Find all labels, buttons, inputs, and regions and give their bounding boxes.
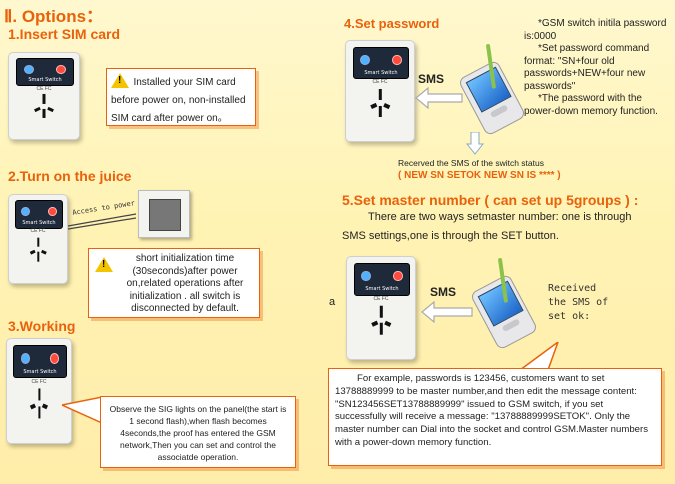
sms-label-top: SMS: [418, 72, 445, 86]
turn-on-note-text: short initialization time (30seconds)aft…: [126, 253, 244, 314]
socket-icon: [29, 237, 47, 262]
received-status-msg: ( NEW SN SETOK NEW SN IS **** ): [398, 170, 561, 181]
arrow-left-icon: [421, 300, 473, 324]
socket-icon: [370, 89, 390, 117]
password-note-1: *GSM switch initila password is:0000: [524, 18, 667, 42]
warning-icon: [95, 257, 113, 272]
wall-outlet: [138, 190, 190, 238]
switch-device-3: Smart Switch CE FC: [6, 338, 72, 444]
switch-device-1: Smart Switch CE FC: [8, 52, 80, 140]
socket-icon: [371, 305, 391, 335]
working-note-box: Observe the SIG lights on the panel(the …: [100, 396, 296, 468]
switch-device-2: Smart Switch CE FC: [8, 194, 68, 284]
master-intro-2: SMS settings,one is through the SET butt…: [342, 230, 559, 242]
master-intro-1: There are two ways setmaster number: one…: [368, 211, 632, 223]
switch-device-4: Smart Switch CE FC: [345, 40, 415, 142]
section-master-heading: 5.Set master number ( can set up 5groups…: [342, 192, 639, 208]
section-password-heading: 4.Set password: [344, 16, 440, 31]
arrow-left-icon: [415, 86, 463, 110]
page-title: Ⅱ. Options：: [4, 7, 104, 26]
working-note-text: Observe the SIG lights on the panel(the …: [109, 404, 287, 462]
password-note-3: *The password with the power-down memory…: [524, 93, 658, 117]
device-panel: Smart Switch: [16, 58, 74, 86]
switch-device-5: Smart Switch CE FC: [346, 256, 416, 360]
insert-note-text: Installed your SIM card before power on,…: [111, 77, 246, 124]
phone-icon: [457, 43, 527, 137]
turn-on-note-box: short initialization time (30seconds)aft…: [88, 248, 260, 318]
sms-label-bottom: SMS: [430, 285, 457, 299]
section-working-heading: 3.Working: [8, 318, 76, 334]
insert-note-box: Installed your SIM card before power on,…: [106, 68, 256, 126]
master-example-box: For example, passwords is 123456, custom…: [328, 368, 662, 466]
section-insert-heading: 1.Insert SIM card: [8, 26, 121, 42]
received-set-ok-note: Received the SMS of set ok:: [548, 283, 609, 322]
warning-icon: [111, 73, 129, 89]
arrow-down-icon: [466, 132, 484, 155]
password-note-2: *Set password command format: "SN+four o…: [524, 43, 650, 92]
device-marker: a: [329, 296, 336, 308]
master-example-text: For example, passwords is 123456, custom…: [335, 373, 648, 448]
phone-icon: [469, 257, 539, 351]
received-status-label: Recerved the SMS of the switch status: [398, 158, 544, 168]
password-notes: *GSM switch initila password is:0000 *Se…: [524, 18, 670, 118]
socket-icon: [29, 388, 49, 419]
callout-pointer: [62, 396, 103, 425]
section-turn-on-heading: 2.Turn on the juice: [8, 168, 132, 184]
socket-icon: [34, 94, 55, 119]
power-cable: [67, 213, 137, 230]
